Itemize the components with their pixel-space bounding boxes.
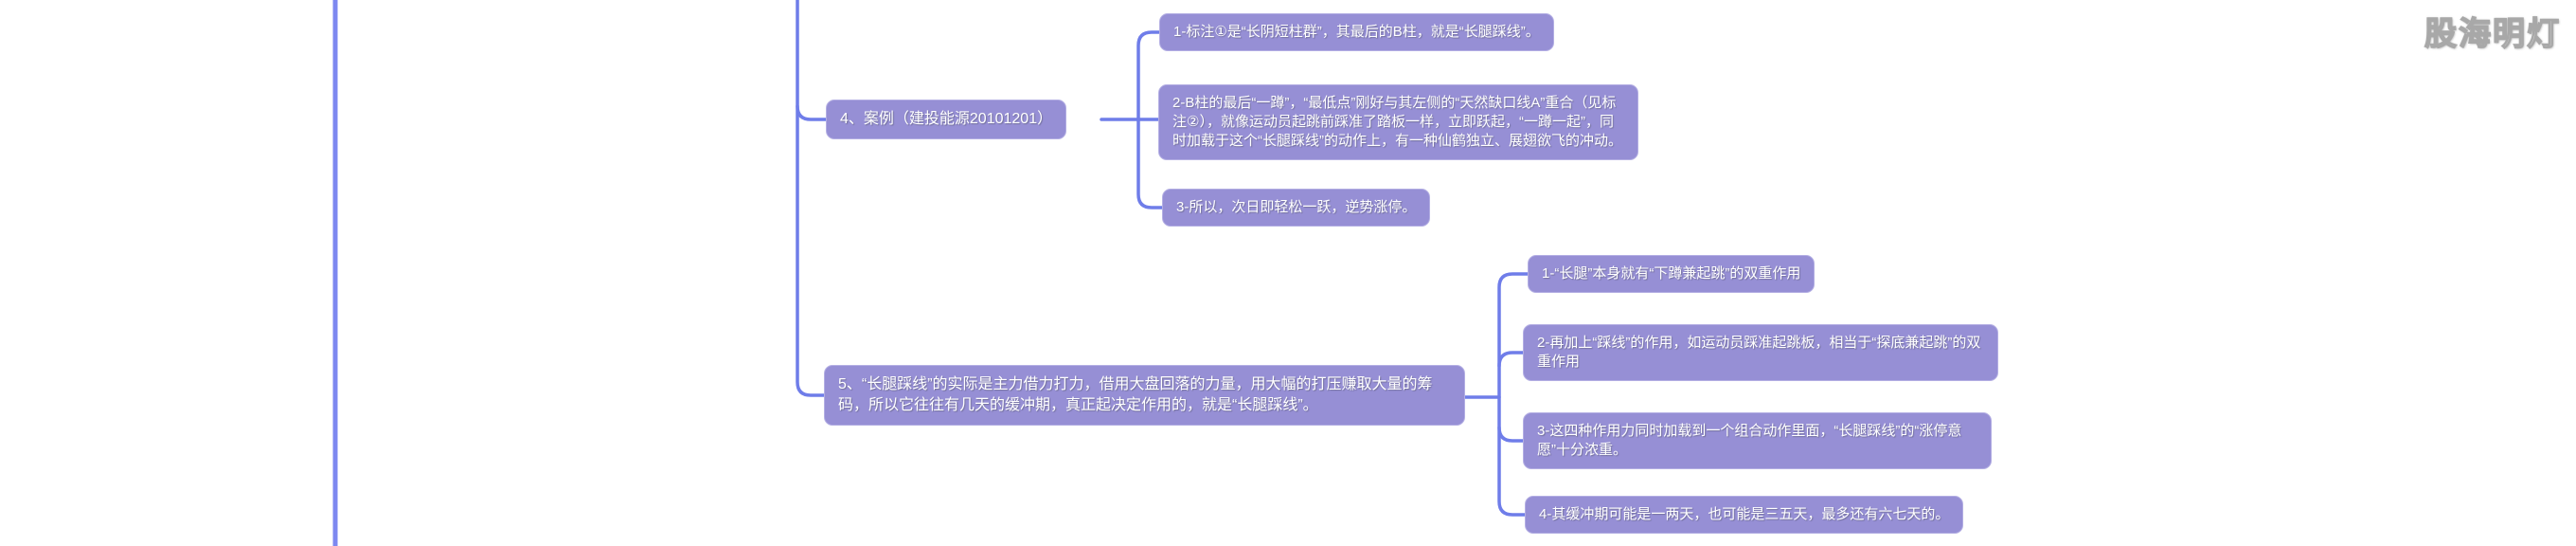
mechanism-children-rail bbox=[1497, 272, 1530, 517]
node-mechanism-topic[interactable]: 5、“长腿踩线”的实际是主力借力打力，借用大盘回落的力量，用大幅的打压赚取大量的… bbox=[824, 365, 1465, 426]
mechanism-branch-3 bbox=[1497, 426, 1525, 443]
case-children-rail bbox=[1136, 30, 1164, 209]
node-case-point-1[interactable]: 1-标注①是“长阴短柱群”，其最后的B柱，就是“长腿踩线”。 bbox=[1159, 13, 1554, 51]
node-case-point-3[interactable]: 3-所以，次日即轻松一跃，逆势涨停。 bbox=[1162, 189, 1431, 227]
node-case-topic[interactable]: 4、案例（建投能源20101201） bbox=[826, 100, 1067, 139]
node-mechanism-point-1[interactable]: 1-“长腿”本身就有“下蹲兼起跳”的双重作用 bbox=[1528, 255, 1816, 293]
watermark-text: 股海明灯 bbox=[2424, 15, 2561, 52]
node-mechanism-point-2[interactable]: 2-再加上“踩线”的作用，如运动员踩准起跳板，相当于“探底兼起跳”的双重作用 bbox=[1523, 324, 1998, 381]
node-mechanism-point-3[interactable]: 3-这四种作用力同时加载到一个组合动作里面，“长腿踩线”的“涨停意愿”十分浓重。 bbox=[1523, 412, 1992, 469]
mechanism-branch-2 bbox=[1497, 351, 1525, 368]
trunk-line bbox=[796, 0, 826, 397]
trunk-branch-to-case bbox=[796, 104, 828, 121]
node-case-point-2[interactable]: 2-B柱的最后“一蹲”，“最低点”刚好与其左侧的“天然缺口线A”重合（见标注②）… bbox=[1158, 84, 1638, 160]
node-mechanism-point-4[interactable]: 4-其缓冲期可能是一两天，也可能是三五天，最多还有六七天的。 bbox=[1525, 496, 1964, 534]
